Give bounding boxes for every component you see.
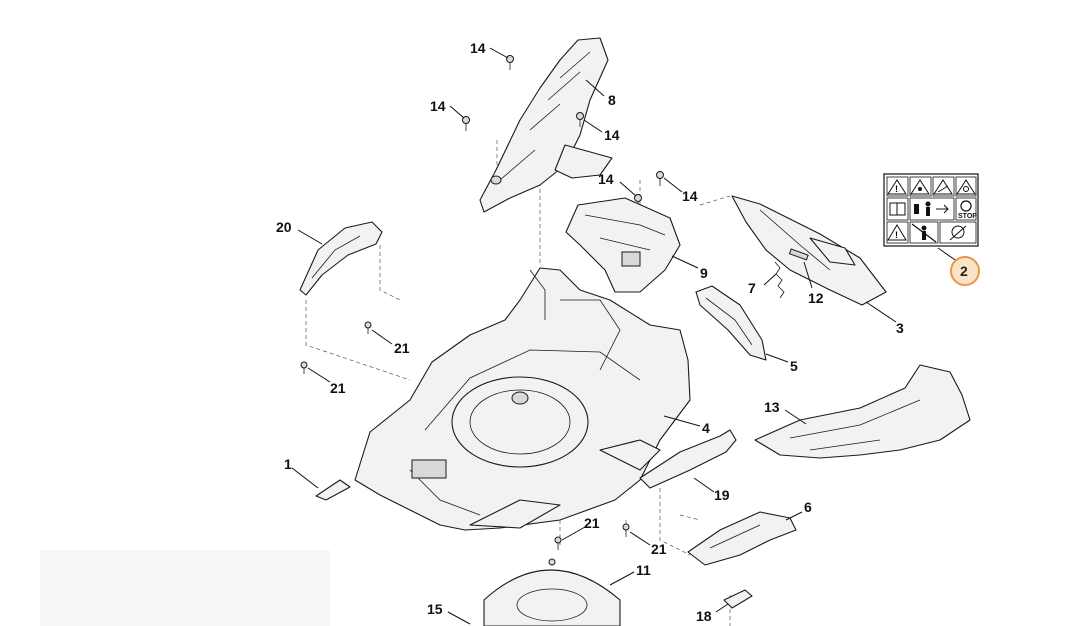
part-2-warning-label: ! bbox=[883, 173, 979, 247]
warning-triangle-icon: ! bbox=[886, 176, 909, 197]
read-manual-icon bbox=[886, 197, 909, 221]
callout-2-highlighted[interactable]: 2 bbox=[950, 256, 980, 286]
part-13-discharge-chute bbox=[754, 364, 971, 459]
keep-distance-icon bbox=[909, 197, 955, 221]
screw-14-b bbox=[462, 116, 470, 131]
callout-5[interactable]: 5 bbox=[790, 358, 798, 374]
screw-21-d bbox=[622, 523, 630, 537]
no-bystanders-icon bbox=[909, 221, 939, 244]
callout-14-right[interactable]: 14 bbox=[682, 188, 698, 204]
svg-text:!: ! bbox=[895, 230, 898, 240]
foot-hazard-icon bbox=[955, 176, 977, 197]
callout-14-mid[interactable]: 14 bbox=[604, 127, 620, 143]
leader-lines bbox=[291, 47, 959, 625]
callout-14-lower[interactable]: 14 bbox=[598, 171, 614, 187]
callout-20[interactable]: 20 bbox=[276, 219, 292, 235]
callout-4[interactable]: 4 bbox=[702, 420, 710, 436]
callout-14-left[interactable]: 14 bbox=[430, 98, 446, 114]
debris-hazard-icon bbox=[932, 176, 955, 197]
part-6-deflector bbox=[687, 511, 797, 566]
svg-text:!: ! bbox=[895, 184, 898, 194]
hand-hazard-icon bbox=[909, 176, 932, 197]
callout-13[interactable]: 13 bbox=[764, 399, 780, 415]
part-5-bracket bbox=[695, 285, 767, 361]
callout-21-upper[interactable]: 21 bbox=[394, 340, 410, 356]
screw-21-a bbox=[364, 321, 372, 334]
callout-14-top[interactable]: 14 bbox=[470, 40, 486, 56]
remove-key-icon bbox=[939, 221, 977, 244]
callout-21-bottom[interactable]: 21 bbox=[584, 515, 600, 531]
part-3-rear-flap bbox=[731, 195, 887, 306]
screw-21-c bbox=[554, 536, 562, 550]
part-9-handle-mount bbox=[565, 197, 681, 293]
callout-1[interactable]: 1 bbox=[284, 456, 292, 472]
callout-12[interactable]: 12 bbox=[808, 290, 824, 306]
callout-18[interactable]: 18 bbox=[696, 608, 712, 624]
screw-21-b bbox=[300, 361, 308, 374]
screw-set-21 bbox=[300, 321, 630, 550]
stop-label: STOP bbox=[958, 213, 977, 220]
callout-2[interactable]: 2 bbox=[960, 263, 968, 279]
part-8-handle-bracket bbox=[479, 37, 613, 213]
part-1-plate bbox=[315, 479, 351, 501]
screw-set-14 bbox=[462, 55, 664, 209]
screw-14-c bbox=[576, 112, 584, 127]
callout-19[interactable]: 19 bbox=[714, 487, 730, 503]
part-20-side-trim bbox=[299, 221, 383, 296]
highlight-circle[interactable] bbox=[950, 256, 980, 286]
screw-14-a bbox=[506, 55, 514, 70]
faded-area bbox=[40, 550, 330, 626]
callout-11[interactable]: 11 bbox=[636, 562, 651, 578]
callout-labels: 14 8 14 14 14 14 20 9 7 12 3 21 21 5 13 … bbox=[276, 40, 904, 624]
callout-9[interactable]: 9 bbox=[700, 265, 708, 281]
part-7-spring bbox=[774, 261, 785, 299]
callout-6[interactable]: 6 bbox=[804, 499, 812, 515]
part-12-pin bbox=[788, 248, 809, 261]
callout-15[interactable]: 15 bbox=[427, 601, 443, 617]
callout-7[interactable]: 7 bbox=[748, 280, 756, 296]
part-19-trim-strip bbox=[639, 429, 737, 489]
part-11-cover-bowl bbox=[483, 558, 621, 626]
stop-icon: STOP bbox=[955, 197, 977, 221]
callout-3[interactable]: 3 bbox=[896, 320, 904, 336]
mower-deck-housing bbox=[354, 267, 691, 531]
screw-14-e bbox=[656, 171, 664, 186]
caution-triangle-icon: ! bbox=[886, 221, 909, 244]
callout-21-left[interactable]: 21 bbox=[330, 380, 346, 396]
callout-8[interactable]: 8 bbox=[608, 92, 616, 108]
callout-21-right[interactable]: 21 bbox=[651, 541, 667, 557]
part-18-clip bbox=[723, 589, 753, 609]
